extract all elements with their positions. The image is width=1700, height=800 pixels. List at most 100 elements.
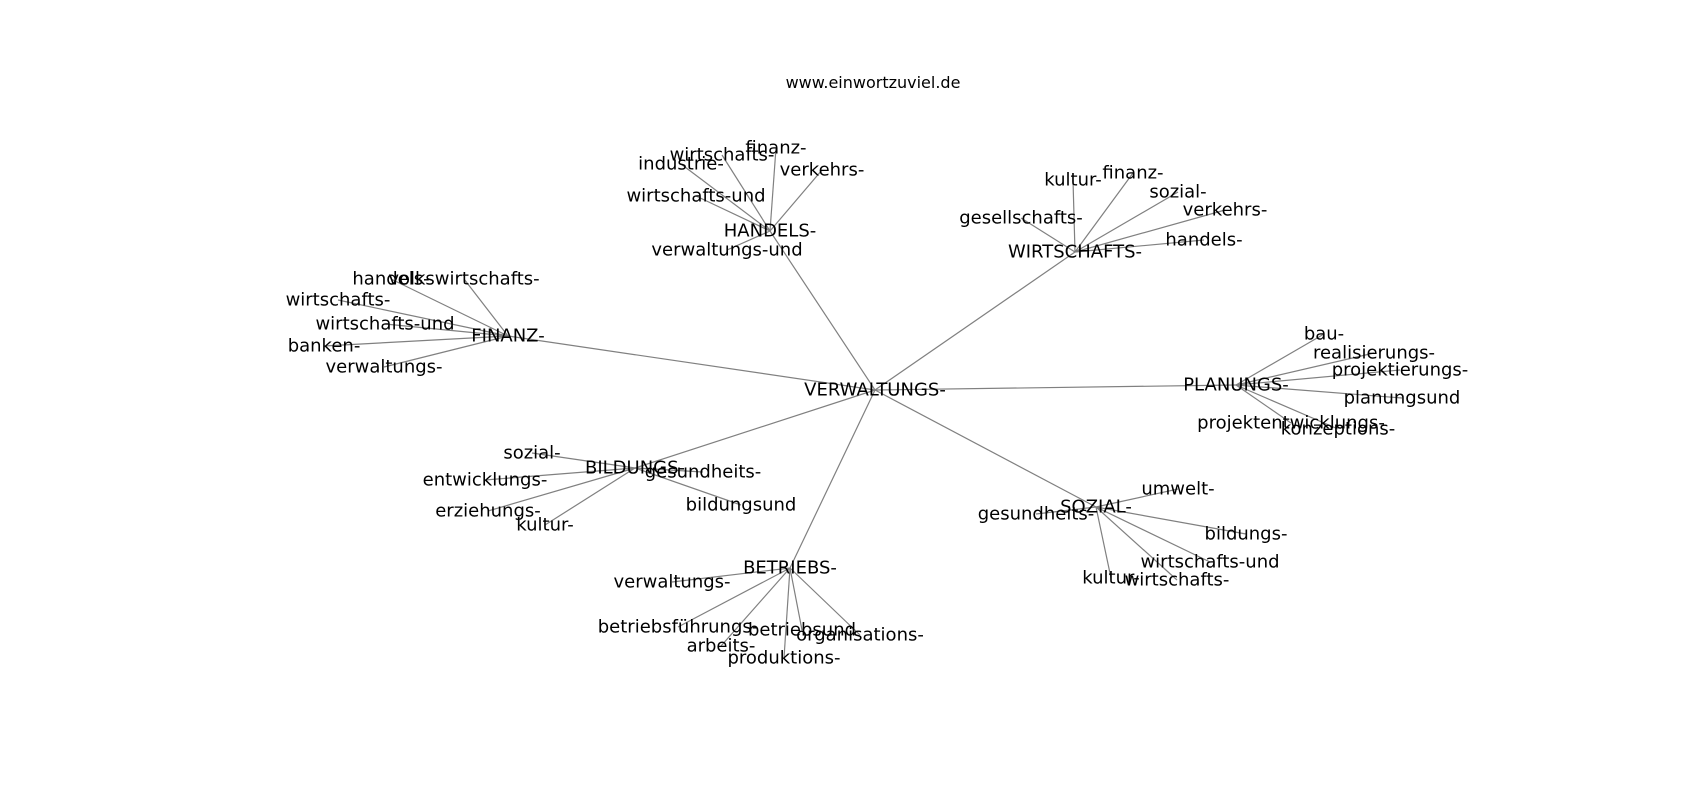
hub-node-finanz: FINANZ- — [471, 326, 544, 347]
edge-sozial-gesundheits — [1035, 506, 1097, 515]
leaf-node-finanz-wirtschafts: wirtschafts- — [286, 290, 391, 311]
leaf-node-wirtschafts-handels: handels- — [1165, 230, 1242, 251]
edge-bildungs-sozial — [531, 452, 636, 469]
edge-layer — [323, 147, 1403, 659]
leaf-node-sozial-wirtschafts-und: wirtschafts-und — [1140, 552, 1279, 573]
leaf-node-bildungs-erziehungs: erziehungs- — [435, 501, 541, 522]
leaf-node-handels-verwaltungs-und: verwaltungs-und — [651, 240, 802, 261]
leaf-node-finanz-handels: handels- — [352, 269, 429, 290]
hub-node-betriebs: BETRIEBS- — [743, 558, 837, 579]
leaf-node-wirtschafts-gesellschafts: gesellschafts- — [959, 208, 1083, 229]
leaf-node-planungs-realisierungs: realisierungs- — [1313, 343, 1435, 364]
leaf-node-finanz-banken: banken- — [288, 336, 361, 357]
leaf-node-betriebs-organisations: organisations- — [796, 625, 924, 646]
leaf-node-planungs-projektentwicklungs: projektentwicklungs- — [1197, 413, 1385, 434]
edge-wirtschafts-finanz — [1074, 172, 1134, 253]
leaf-node-wirtschafts-kultur: kultur- — [1044, 170, 1102, 191]
edge-sozial-wirtschafts — [1095, 506, 1178, 581]
leaf-node-planungs-konzeptions: konzeptions- — [1281, 419, 1396, 440]
edge-finanz-verwaltungs — [383, 335, 509, 368]
leaf-node-sozial-gesundheits: gesundheits- — [978, 504, 1095, 525]
edge-root-sozial — [874, 389, 1097, 508]
edge-betriebs-betriebsführungs — [677, 567, 791, 628]
edge-betriebs-arbeits — [720, 567, 791, 647]
edge-betriebs-betriebsund — [789, 567, 803, 631]
edge-root-handels — [769, 230, 876, 391]
leaf-node-handels-verkehrs: verkehrs- — [780, 160, 865, 181]
leaf-node-bildungs-sozial: sozial- — [503, 443, 560, 464]
edge-bildungs-bildungsund — [634, 467, 742, 506]
leaf-node-sozial-bildungs: bildungs- — [1205, 524, 1288, 545]
leaf-node-planungs-projektierungs: projektierungs- — [1332, 360, 1469, 381]
leaf-node-bildungs-entwicklungs: entwicklungs- — [423, 470, 548, 491]
hub-node-sozial: SOZIAL- — [1060, 497, 1132, 518]
leaf-node-bildungs-bildungsund: bildungsund — [686, 495, 797, 516]
leaf-node-betriebs-produktions: produktions- — [727, 648, 840, 669]
edge-betriebs-organisations — [789, 567, 861, 636]
edge-planungs-konzeptions — [1235, 384, 1339, 430]
edge-wirtschafts-handels — [1074, 239, 1205, 253]
edge-planungs-bau — [1235, 333, 1325, 386]
leaf-node-sozial-kultur: kultur- — [1082, 568, 1140, 589]
edge-root-wirtschafts — [874, 251, 1076, 391]
edge-sozial-bildungs — [1095, 506, 1247, 535]
edge-wirtschafts-kultur — [1072, 179, 1076, 253]
leaf-node-wirtschafts-verkehrs: verkehrs- — [1183, 200, 1268, 221]
edge-planungs-projektierungs — [1235, 369, 1401, 386]
edge-handels-wirtschafts-und — [695, 195, 771, 232]
leaf-node-sozial-wirtschafts: wirtschafts- — [1125, 570, 1230, 591]
edge-root-betriebs — [789, 389, 876, 569]
edge-wirtschafts-sozial — [1074, 191, 1179, 253]
edge-finanz-volkswirtschafts — [463, 278, 509, 337]
edge-bildungs-kultur — [544, 467, 636, 526]
edge-bildungs-entwicklungs — [484, 467, 636, 481]
edge-root-finanz — [507, 335, 876, 391]
edge-planungs-realisierungs — [1235, 352, 1375, 386]
root-node-label: VERWALTUNGS- — [804, 380, 946, 401]
leaf-node-finanz-volkswirtschafts: volkswirtschafts- — [388, 269, 539, 290]
hub-node-handels: HANDELS- — [724, 221, 817, 242]
leaf-node-planungs-bau: bau- — [1304, 324, 1344, 345]
edge-finanz-handels — [390, 278, 509, 337]
edge-sozial-wirtschafts-und — [1095, 506, 1211, 563]
leaf-node-wirtschafts-finanz: finanz- — [1102, 163, 1163, 184]
leaf-node-finanz-verwaltungs: verwaltungs- — [325, 357, 442, 378]
edge-handels-finanz — [769, 147, 777, 232]
edge-finanz-banken — [323, 335, 509, 347]
edge-handels-wirtschafts — [721, 154, 771, 232]
leaf-node-sozial-umwelt: umwelt- — [1141, 479, 1214, 500]
edge-sozial-umwelt — [1095, 488, 1179, 508]
label-layer: VERWALTUNGS-finanz-wirtschafts-industrie… — [286, 138, 1469, 669]
edge-bildungs-erziehungs — [487, 467, 636, 512]
leaf-node-handels-wirtschafts: wirtschafts- — [670, 145, 775, 166]
edge-wirtschafts-verkehrs — [1074, 209, 1226, 253]
edge-betriebs-produktions — [783, 567, 791, 659]
leaf-node-betriebs-verwaltungs: verwaltungs- — [613, 572, 730, 593]
edge-planungs-planungsund — [1235, 384, 1403, 399]
leaf-node-bildungs-gesundheits: gesundheits- — [645, 462, 762, 483]
leaf-node-betriebs-arbeits: arbeits- — [687, 636, 756, 657]
hub-node-bildungs: BILDUNGS- — [585, 458, 685, 479]
leaf-node-betriebs-betriebsund: betriebsund — [748, 620, 856, 641]
leaf-node-betriebs-betriebsführungs: betriebsführungs- — [598, 617, 759, 638]
leaf-node-handels-wirtschafts-und: wirtschafts-und — [626, 186, 765, 207]
hub-node-planungs: PLANUNGS- — [1183, 375, 1289, 396]
edge-finanz-wirtschafts — [337, 299, 509, 337]
leaf-node-handels-finanz: finanz- — [745, 138, 806, 159]
edge-handels-verwaltungs-und — [726, 230, 771, 251]
hub-node-wirtschafts: WIRTSCHAFTS- — [1008, 242, 1142, 263]
edge-bildungs-gesundheits — [634, 467, 704, 473]
leaf-node-wirtschafts-sozial: sozial- — [1149, 182, 1206, 203]
leaf-node-planungs-planungsund: planungsund — [1344, 388, 1461, 409]
edge-handels-industrie — [680, 163, 771, 232]
edge-sozial-kultur — [1095, 506, 1112, 579]
leaf-node-handels-industrie: industrie- — [638, 154, 724, 175]
edge-wirtschafts-gesellschafts — [1020, 217, 1076, 253]
source-label: www.einwortzuviel.de — [786, 73, 961, 92]
leaf-node-finanz-wirtschafts-und: wirtschafts-und — [315, 314, 454, 335]
edge-handels-verkehrs — [769, 169, 823, 232]
edge-betriebs-verwaltungs — [671, 567, 791, 583]
edge-root-planungs — [874, 384, 1237, 391]
edge-root-bildungs — [634, 389, 876, 469]
